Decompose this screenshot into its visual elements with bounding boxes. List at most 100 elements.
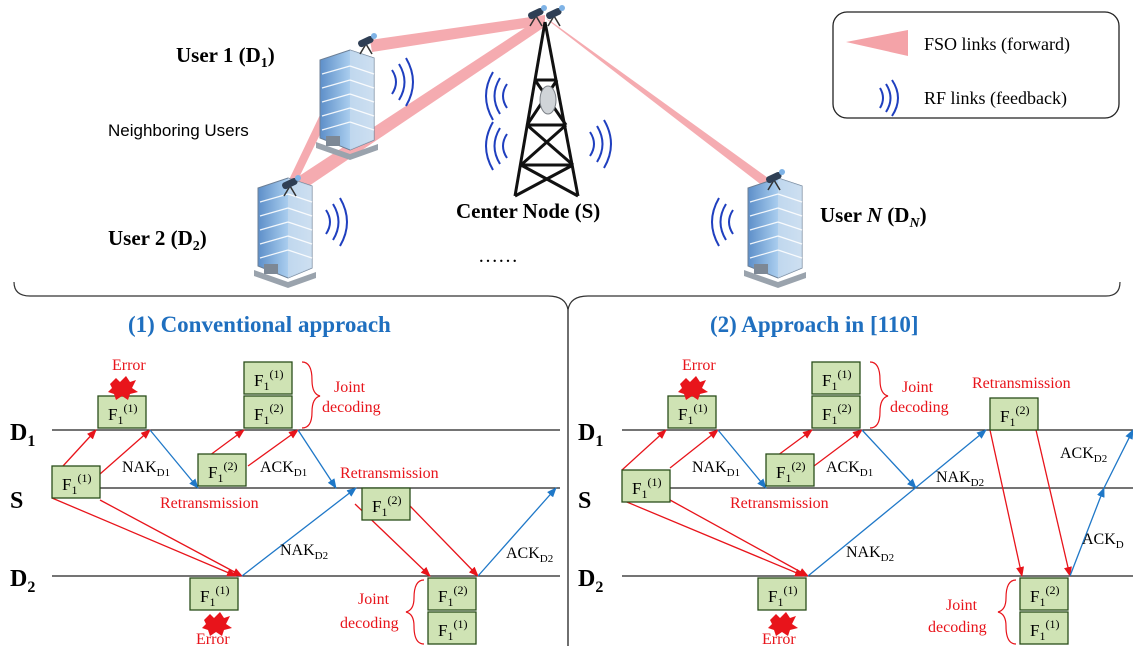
panel1-joint-top: Joint [334, 379, 366, 396]
legend-fso-swatch [846, 30, 908, 56]
label-ellipsis: …… [478, 245, 518, 267]
panel1-nak-d1: NAKD1 [122, 459, 170, 479]
panel1-packet-joint-top-2: F1(2) [243, 395, 293, 429]
network-illustration: User 1 (D1) Neighboring Users User 2 (D2… [108, 4, 927, 289]
legend-rf-swatch [879, 79, 899, 117]
panel1-ack-d2: ACKD2 [506, 545, 553, 565]
label-center-node: Center Node (S) [456, 199, 600, 223]
panel1-packet-d2-first: F1(1) [189, 577, 239, 611]
panel1-decoding-bottom: decoding [340, 615, 399, 632]
legend: FSO links (forward) RF links (feedback) [832, 11, 1120, 119]
panel2-packet-d2-first: F1(1) [757, 577, 807, 611]
panel2-retransmission-right: Retransmission [972, 375, 1071, 392]
rf-waves [325, 57, 734, 247]
fso-beam-center-user1 [370, 15, 545, 52]
svg-text:F1(1): F1(1) [254, 367, 283, 393]
panel-conventional: (1) Conventional approach D1 S D2 F [10, 312, 560, 646]
legend-rf-label: RF links (feedback) [924, 88, 1067, 109]
panel1-nak-d2: NAKD2 [280, 542, 328, 562]
panel1-packet-retx-s: F1(2) [361, 487, 411, 521]
rf-user2 [325, 197, 348, 247]
panel2-s: S [578, 488, 591, 514]
label-user2: User 2 (D2) [108, 226, 207, 254]
panel2-error-bottom: Error [762, 631, 796, 646]
panel2-d2: D2 [578, 566, 603, 596]
svg-text:F1(2): F1(2) [438, 583, 467, 609]
svg-text:F1(1): F1(1) [108, 401, 137, 427]
panel1-retransmission-right: Retransmission [340, 465, 439, 482]
panel-brace [13, 281, 1121, 311]
panel1-decoding-top: decoding [322, 399, 381, 416]
svg-text:F1(2): F1(2) [822, 401, 851, 427]
rf-user1 [391, 57, 414, 107]
panel1-packet-joint-top-1: F1(1) [243, 361, 293, 395]
panel2-packet-joint-bottom-1: F1(2) [1019, 577, 1069, 611]
svg-text:F1(2): F1(2) [208, 459, 237, 485]
panel1-error-burst-top [108, 376, 138, 400]
panel2-packet-joint-bottom-2: F1(1) [1019, 611, 1069, 645]
panel1-packet-d1-first: F1(1) [97, 395, 147, 429]
panel2-packet-joint-top-1: F1(1) [811, 361, 861, 395]
panel2-nak-d2-b: NAKD2 [846, 544, 894, 564]
panel2-packet-s: F1(1) [621, 469, 671, 503]
svg-text:F1(2): F1(2) [254, 401, 283, 427]
svg-text:F1(2): F1(2) [372, 493, 401, 519]
panel2-packet-retx-d1: F1(2) [765, 453, 815, 487]
panel1-packet-retx-d1: F1(2) [197, 453, 247, 487]
panel2-error-top: Error [682, 357, 716, 374]
panel2-packet-d1-first: F1(1) [667, 395, 717, 429]
label-userN: User N (DN) [820, 203, 927, 231]
panel1-packet-joint-bottom-1: F1(2) [427, 577, 477, 611]
svg-text:F1(2): F1(2) [1000, 403, 1029, 429]
legend-fso-label: FSO links (forward) [924, 34, 1070, 55]
svg-text:F1(1): F1(1) [1030, 617, 1059, 643]
panel1-joint-bottom: Joint [358, 591, 390, 608]
panel2-nak-d1: NAKD1 [692, 459, 740, 479]
panel2-packet-retransmission: F1(2) [989, 397, 1039, 431]
panel1-s: S [10, 488, 23, 514]
fso-beam-center-userN [545, 18, 775, 190]
panel1-error-bottom: Error [196, 631, 230, 646]
panel2-d1: D1 [578, 420, 603, 450]
panel1-error-burst-bottom [202, 612, 232, 636]
svg-text:F1(1): F1(1) [822, 367, 851, 393]
rf-userN [711, 197, 734, 247]
panel2-ack-d2: ACKD2 [1060, 445, 1107, 465]
svg-text:F1(1): F1(1) [62, 471, 91, 497]
panel1-error-top: Error [112, 357, 146, 374]
panel1-ack-d1: ACKD1 [260, 459, 307, 479]
panel1-retransmission-mid: Retransmission [160, 495, 259, 512]
label-neighboring: Neighboring Users [108, 121, 249, 140]
svg-text:F1(1): F1(1) [768, 583, 797, 609]
svg-text:F1(1): F1(1) [438, 617, 467, 643]
label-user1: User 1 (D1) [176, 43, 275, 71]
panel1-packet-joint-bottom-2: F1(1) [427, 611, 477, 645]
panel2-error-burst-top [678, 376, 708, 400]
panel2-packet-joint-top-2: F1(2) [811, 395, 861, 429]
panel1-d2: D2 [10, 566, 35, 596]
panel2-title: (2) Approach in [110] [710, 312, 919, 337]
panel2-joint-bottom: Joint [946, 597, 978, 614]
svg-text:F1(2): F1(2) [1030, 583, 1059, 609]
rf-center-left-bottom [485, 121, 508, 171]
panel1-packet-s: F1(1) [51, 465, 101, 499]
panel2-joint-top: Joint [902, 379, 934, 396]
svg-text:F1(1): F1(1) [632, 475, 661, 501]
rf-center-right [589, 119, 612, 169]
panel2-decoding-bottom: decoding [928, 619, 987, 636]
panel1-d1: D1 [10, 420, 35, 450]
svg-text:F1(1): F1(1) [200, 583, 229, 609]
svg-text:F1(1): F1(1) [678, 401, 707, 427]
rf-center-left-top [485, 71, 508, 121]
panel2-error-burst-bottom [768, 612, 798, 636]
panel2-ack-d: ACKD [1082, 531, 1124, 551]
panel2-retransmission-mid: Retransmission [730, 495, 829, 512]
svg-text:F1(2): F1(2) [776, 459, 805, 485]
panel2-decoding-top: decoding [890, 399, 949, 416]
panel1-title: (1) Conventional approach [128, 312, 391, 337]
fso-beam-center-user2 [293, 18, 546, 192]
panel2-ack-d1: ACKD1 [826, 459, 873, 479]
panel-approach-110: (2) Approach in [110] D1 S D2 F1(1) F [578, 312, 1133, 646]
panel2-nak-d2-a: NAKD2 [936, 469, 984, 489]
